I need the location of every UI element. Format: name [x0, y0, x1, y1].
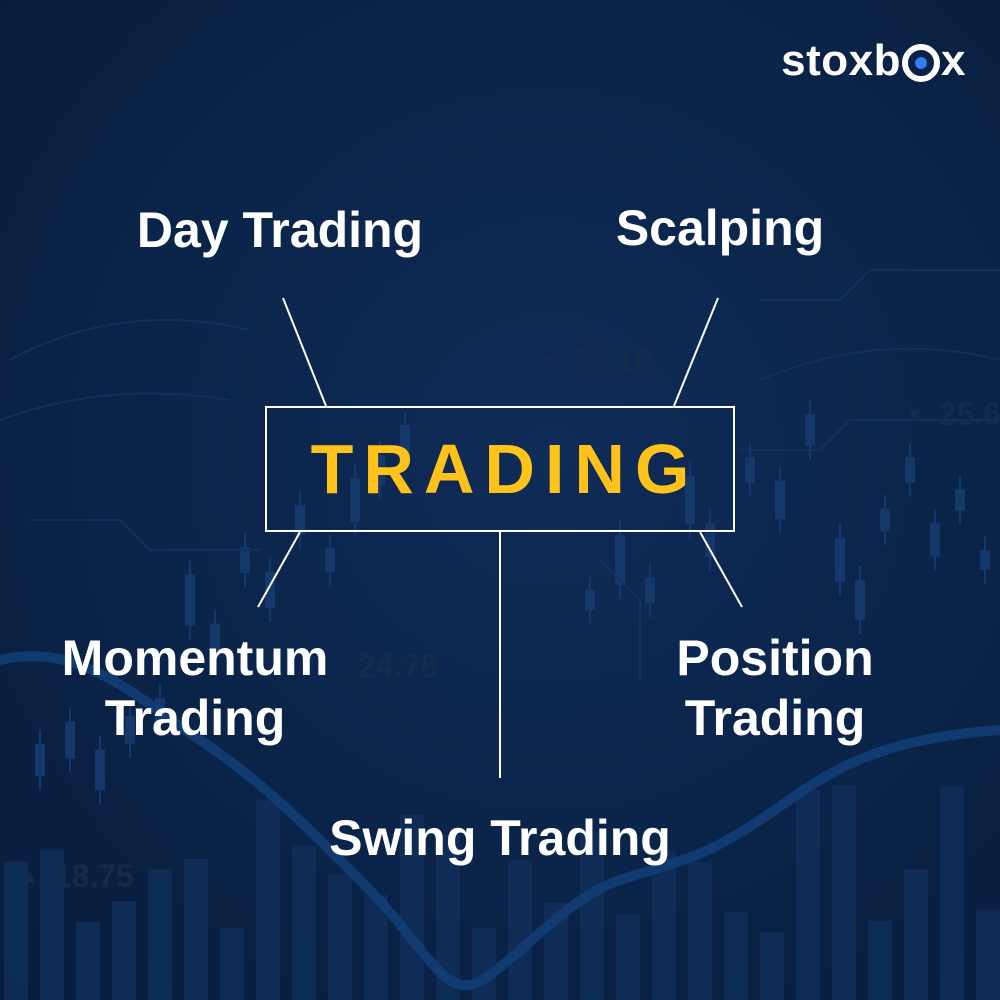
down-triangle-icon: ▼	[538, 350, 558, 372]
down-triangle-icon: ▼	[905, 404, 925, 426]
connector-day-trading	[282, 297, 327, 407]
ticker-24-78: 24.78	[358, 648, 439, 684]
background-bar	[40, 850, 64, 1000]
connector-scalping	[673, 297, 719, 407]
logo-o-icon	[902, 44, 941, 82]
background-candle-body	[35, 743, 45, 777]
background-bar	[868, 920, 892, 1000]
background-candle-body	[295, 505, 305, 535]
background-candle-body	[65, 721, 75, 759]
logo-dot-icon	[915, 57, 928, 69]
background-bar	[148, 869, 172, 1000]
background-candle-body	[185, 574, 195, 626]
background-bar	[76, 921, 100, 1000]
background-candle-body	[685, 475, 695, 525]
branch-momentum-line2: Trading	[104, 690, 286, 746]
background-candle-body	[325, 548, 335, 572]
background-bar	[940, 787, 964, 1000]
background-candle-body	[240, 547, 250, 573]
logo-text-start: stoxb	[781, 36, 902, 85]
background-bar	[400, 814, 424, 1000]
connector-momentum	[257, 531, 301, 608]
background-bar	[256, 799, 280, 1000]
background-bar	[580, 832, 604, 1000]
background-candle-body	[645, 576, 655, 604]
background-candle-body	[95, 749, 105, 791]
logo-text-end: x	[941, 36, 966, 85]
background-candle-body	[210, 623, 220, 657]
background-candle-body	[265, 571, 275, 609]
background-candle-body	[585, 589, 595, 611]
branch-momentum-line1: Momentum	[61, 630, 329, 686]
background-bar	[652, 850, 676, 1000]
branch-position-trading: Position Trading	[655, 628, 895, 748]
center-title: TRADING	[310, 430, 700, 508]
branch-swing-trading: Swing Trading	[329, 810, 671, 866]
branch-day-trading: Day Trading	[136, 202, 424, 258]
background-candle-body	[930, 523, 940, 557]
background-candle-body	[880, 508, 890, 532]
background-candle-body	[705, 522, 715, 558]
background-bar	[220, 927, 244, 1000]
background-candle-body	[955, 489, 965, 511]
background-bar	[976, 909, 1000, 1000]
background-bar	[292, 845, 316, 1000]
background-candle-body	[125, 716, 135, 744]
background-candle-body	[805, 414, 815, 446]
background-bar	[688, 862, 712, 1000]
background-candle-body	[615, 535, 625, 585]
branch-scalping: Scalping	[615, 200, 825, 256]
ticker-25-6: ▼25.6	[905, 396, 1000, 432]
branch-position-line1: Position	[676, 630, 874, 686]
background-bar	[724, 911, 748, 1000]
center-node: TRADING	[265, 406, 735, 532]
background-bar	[904, 868, 928, 1000]
background-candle-body	[400, 425, 410, 455]
branch-momentum-trading: Momentum Trading	[45, 628, 345, 748]
background-bar	[796, 789, 820, 1000]
background-bar	[184, 858, 208, 1000]
background-candle-body	[775, 480, 785, 520]
background-candles	[35, 400, 990, 805]
background-candle-body	[350, 477, 360, 523]
background-candle-body	[905, 457, 915, 483]
ticker-18-75: ▲18.75	[20, 858, 134, 894]
branch-position-line2: Trading	[684, 690, 866, 746]
background-candle-body	[835, 538, 845, 582]
background-bar	[112, 900, 136, 1000]
background-bar	[328, 874, 352, 1000]
background-bar	[616, 914, 640, 1000]
background-circuit-lines	[0, 269, 1000, 680]
background-candle-body	[855, 579, 865, 621]
background-bar	[760, 931, 784, 1000]
background-bar	[508, 860, 532, 1000]
background-bar	[4, 861, 28, 1000]
background-candle-body	[745, 456, 755, 484]
background-candle-body	[375, 455, 385, 485]
up-triangle-icon: ▲	[20, 866, 40, 888]
background-candle-body	[980, 550, 990, 570]
background-bar	[832, 784, 856, 1000]
connector-position	[699, 531, 743, 608]
background-trend-curve	[0, 651, 1000, 991]
ticker-22-10: ▼22.10	[538, 342, 652, 378]
